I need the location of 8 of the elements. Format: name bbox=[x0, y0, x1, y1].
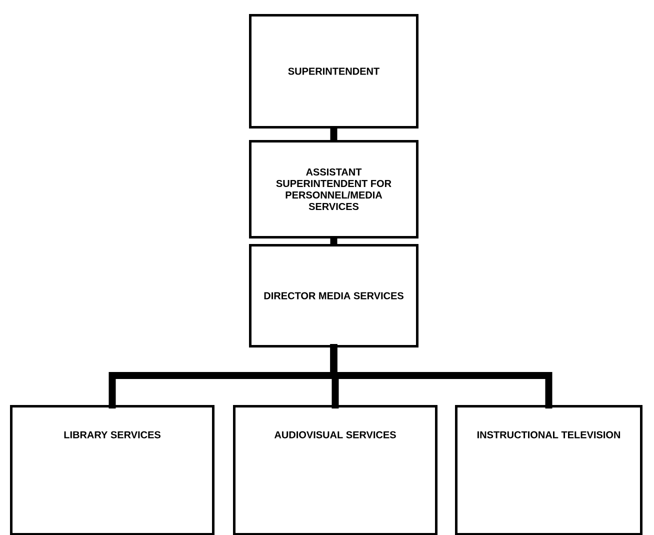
org-box: ASSISTANT SUPERINTENDENT FOR PERSONNEL/MEDIA SERVICES bbox=[249, 140, 418, 238]
org-box: INSTRUCTIONAL TELEVISION bbox=[455, 405, 642, 535]
connector-line bbox=[330, 128, 338, 140]
org-box: LIBRARY SERVICES bbox=[10, 405, 214, 535]
org-box: AUDIOVISUAL SERVICES bbox=[233, 405, 438, 535]
connector-line bbox=[330, 238, 338, 244]
org-box: SUPERINTENDENT bbox=[249, 14, 418, 128]
org-box: DIRECTOR MEDIA SERVICES bbox=[249, 244, 418, 348]
